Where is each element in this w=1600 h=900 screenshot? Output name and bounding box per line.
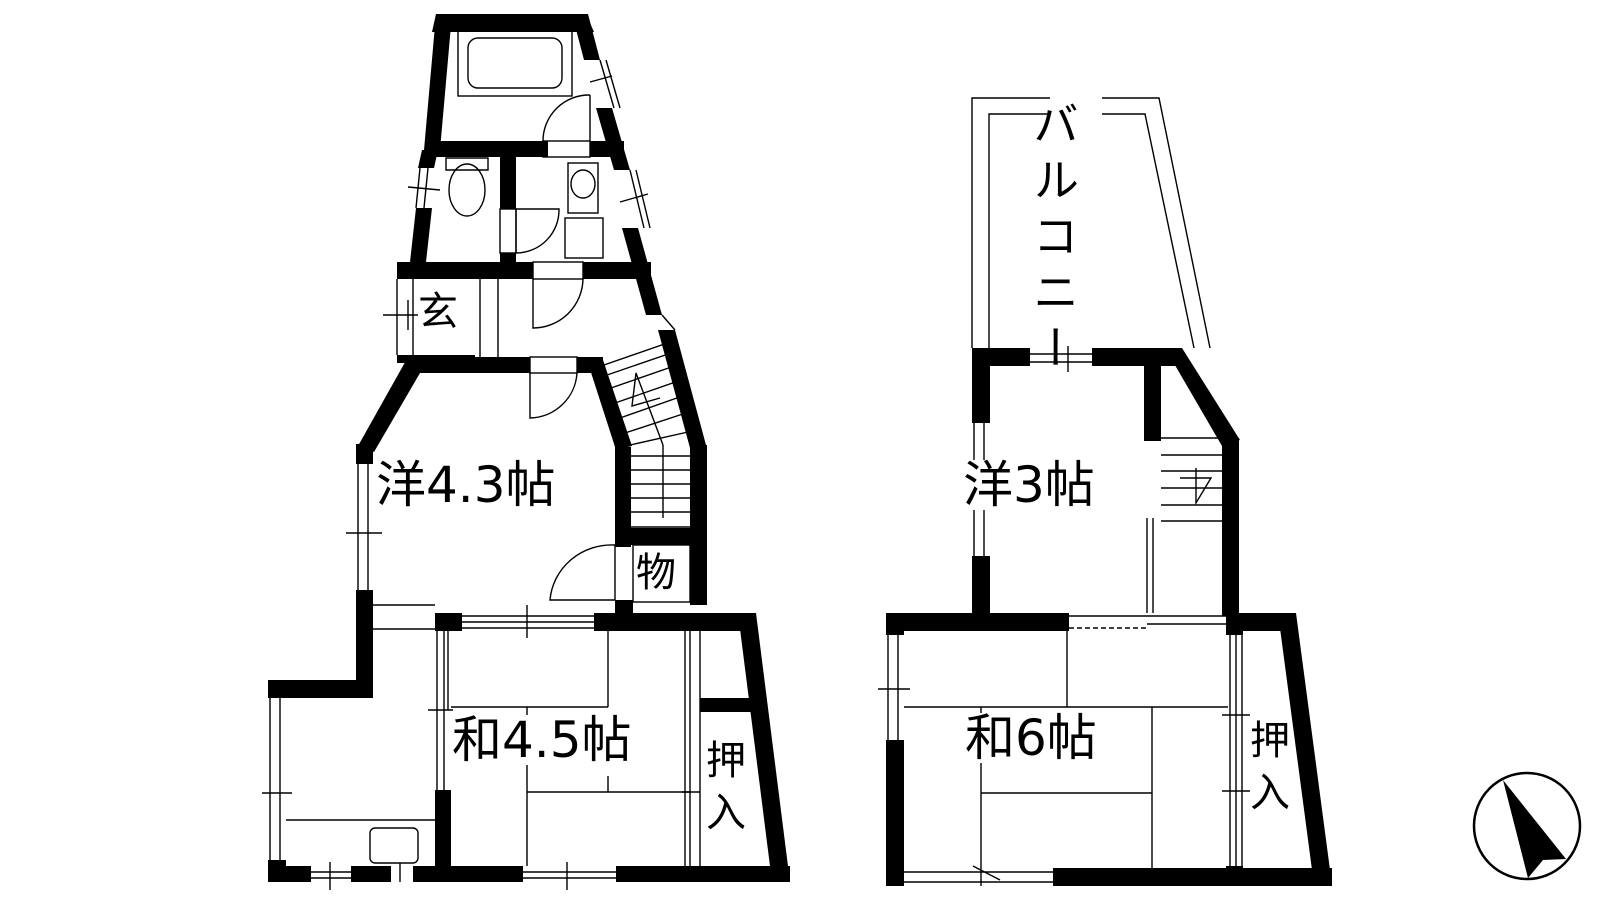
north-arrow-icon [1472, 771, 1582, 881]
room-label-closet-f2: 押入 [1250, 718, 1290, 816]
floor1-walls [268, 14, 790, 882]
stairs [603, 339, 698, 528]
floor1-thin-lines [262, 29, 701, 890]
room-label-entrance: 玄 [418, 289, 458, 335]
floor2-walls [886, 348, 1332, 886]
room-label-western-3: 洋3帖 [963, 456, 1095, 514]
room-label-balcony: バルコニー [1026, 100, 1080, 380]
room-label-western-4-3: 洋4.3帖 [376, 456, 556, 514]
room-label-japanese-6: 和6帖 [965, 709, 1097, 767]
floor2-thin-lines [878, 97, 1250, 886]
room-label-storage: 物 [636, 550, 676, 596]
room-label-closet-f1: 押入 [706, 738, 746, 836]
room-label-japanese-4-5: 和4.5帖 [452, 711, 632, 769]
